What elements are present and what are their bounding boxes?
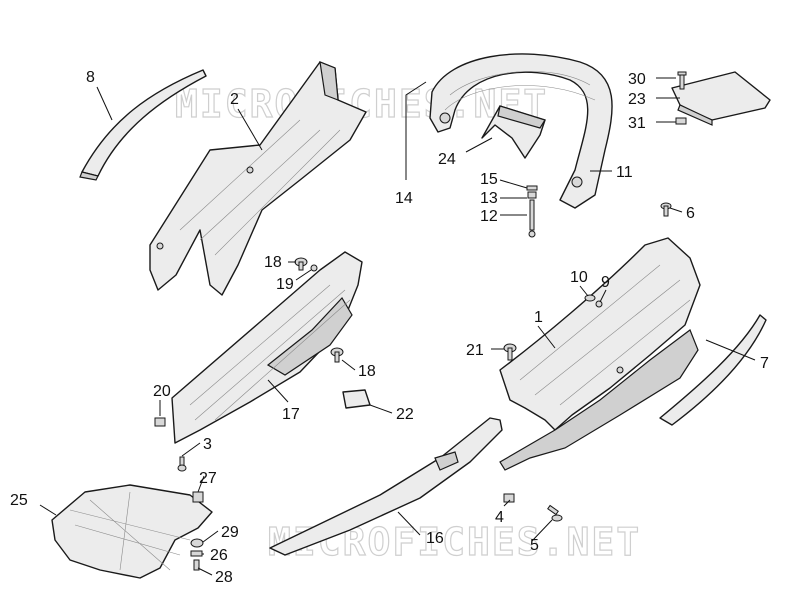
callout-29: 29 xyxy=(221,524,239,541)
part-22-pad xyxy=(342,389,371,409)
part-10-screw xyxy=(584,294,596,302)
callout-8: 8 xyxy=(86,69,95,86)
part-16-lower-trim xyxy=(269,417,503,556)
callout-7: 7 xyxy=(760,355,769,372)
part-28-screw xyxy=(193,559,200,571)
part-5-screw xyxy=(547,504,563,522)
callout-25: 25 xyxy=(10,492,28,509)
callout-22: 22 xyxy=(396,406,414,423)
part-18-screw-upper xyxy=(294,257,308,271)
part-25-floor-tray xyxy=(51,484,213,579)
callout-23: 23 xyxy=(628,91,646,108)
part-26-washer xyxy=(190,550,203,557)
callout-18-upper: 18 xyxy=(264,254,282,271)
callout-labels: 8 2 14 24 15 13 12 11 30 23 31 6 18 19 1… xyxy=(10,69,769,586)
part-4-clip xyxy=(503,493,515,503)
part-21-screw xyxy=(503,343,517,361)
callout-30: 30 xyxy=(628,71,646,88)
callout-24: 24 xyxy=(438,151,456,168)
callout-9: 9 xyxy=(601,274,610,291)
part-11-grab-handle xyxy=(429,53,613,209)
part-23-rear-plate xyxy=(671,71,771,126)
callout-16: 16 xyxy=(426,530,444,547)
callout-15: 15 xyxy=(480,171,498,188)
part-24-bracket xyxy=(481,105,546,159)
part-12-13-15-bolt-stack xyxy=(526,185,538,238)
part-8-trim-strip xyxy=(79,69,207,181)
callout-28: 28 xyxy=(215,569,233,586)
callout-5: 5 xyxy=(530,537,539,554)
callout-31: 31 xyxy=(628,115,646,132)
part-6-screw xyxy=(660,202,672,217)
part-1-right-side-cover xyxy=(499,237,701,471)
callout-4: 4 xyxy=(495,509,504,526)
callout-26: 26 xyxy=(210,547,228,564)
callout-12: 12 xyxy=(480,208,498,225)
callout-10: 10 xyxy=(570,269,588,286)
part-29-grommet xyxy=(190,538,204,548)
callout-2: 2 xyxy=(230,91,239,108)
part-17-left-side-cover xyxy=(171,251,363,444)
part-2-side-panel xyxy=(149,61,367,296)
callout-3: 3 xyxy=(203,436,212,453)
callout-20: 20 xyxy=(153,383,171,400)
part-9-washer xyxy=(595,300,603,308)
callout-27: 27 xyxy=(199,470,217,487)
callout-14: 14 xyxy=(395,190,413,207)
part-20-clip xyxy=(154,417,166,427)
callout-13: 13 xyxy=(480,190,498,207)
part-7-strip xyxy=(659,314,767,426)
part-19-washer xyxy=(310,264,318,272)
callout-11: 11 xyxy=(616,164,633,181)
part-18-screw-lower xyxy=(330,347,344,363)
part-3-screw xyxy=(177,456,187,472)
part-31-clip xyxy=(675,117,687,125)
callout-19: 19 xyxy=(276,276,294,293)
callout-21: 21 xyxy=(466,342,484,359)
callout-18-lower: 18 xyxy=(358,363,376,380)
callout-17: 17 xyxy=(282,406,300,423)
callout-1: 1 xyxy=(534,309,543,326)
leader-lines xyxy=(39,77,756,576)
part-27-clip xyxy=(192,491,204,503)
part-30-screw xyxy=(677,71,687,90)
callout-6: 6 xyxy=(686,205,695,222)
